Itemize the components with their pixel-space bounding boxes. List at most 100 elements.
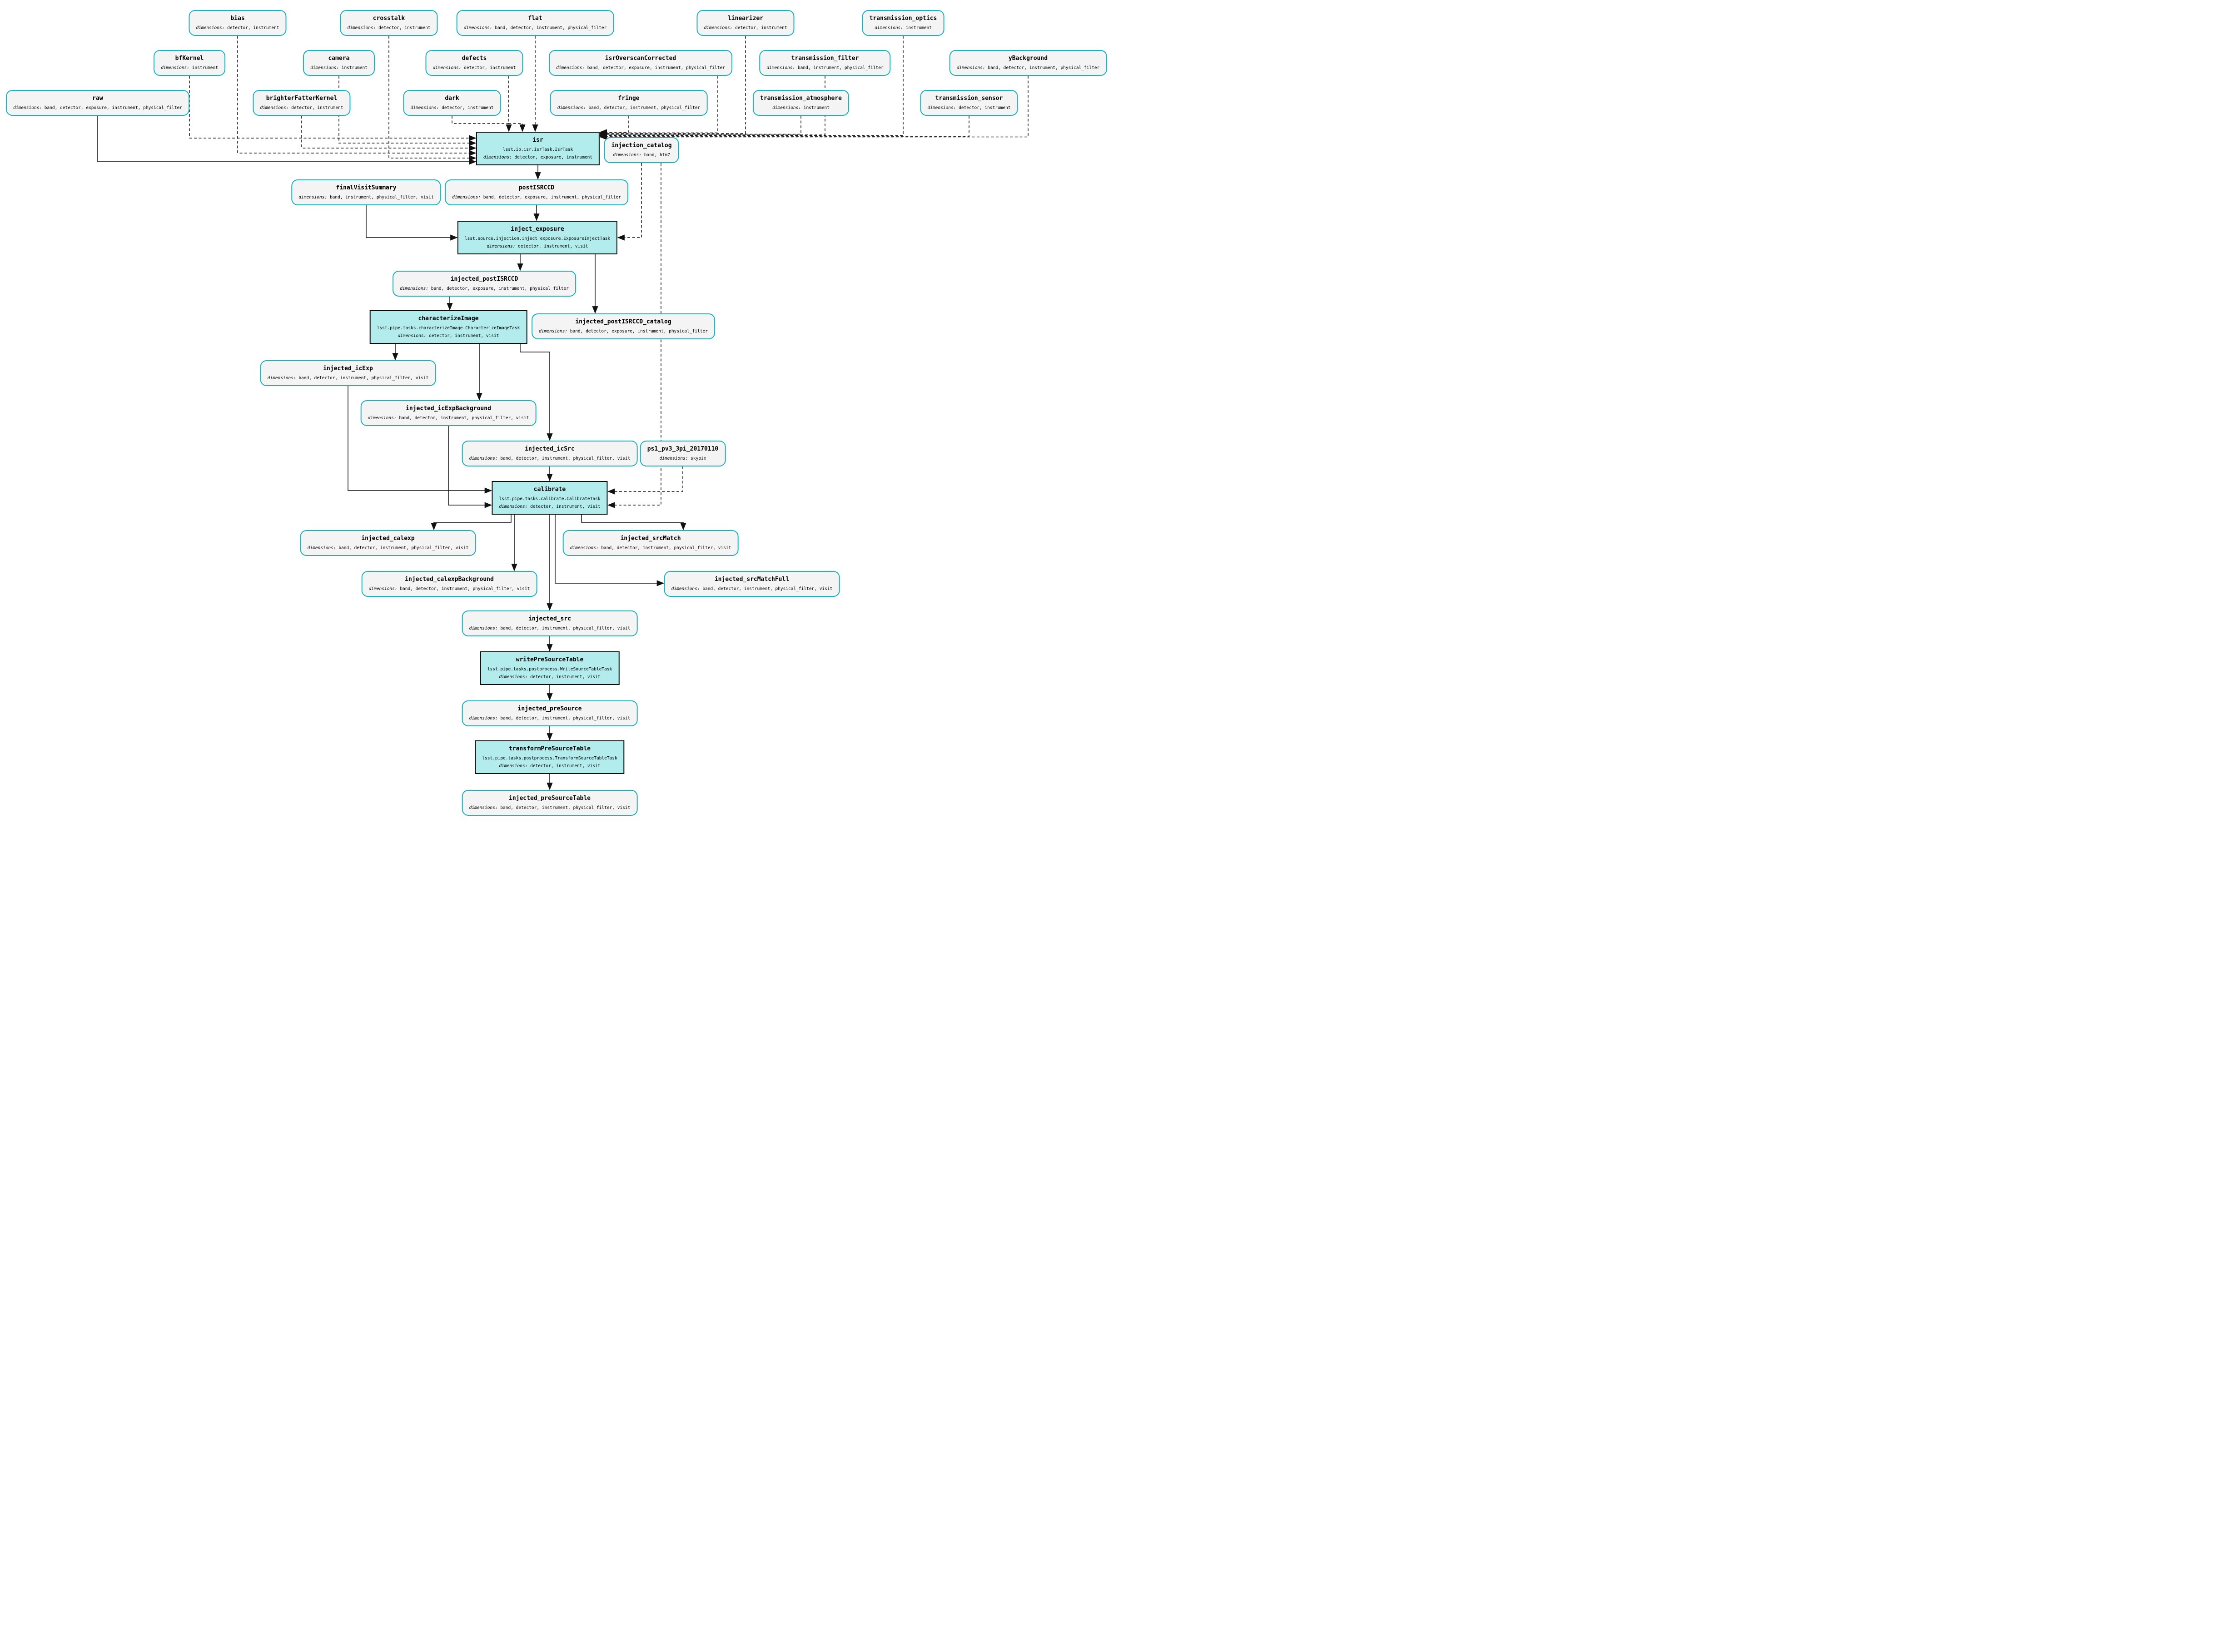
node-task-class: lsst.ip.isr.isrTask.IsrTask [502, 147, 573, 152]
edge-finalVisitSummary-to-inject_exposure [366, 205, 458, 241]
node-title: injected_preSourceTable [508, 795, 591, 802]
dimensions-value: band, detector, exposure, instrument, ph… [431, 286, 569, 291]
dimensions-label: dimensions: [298, 195, 328, 200]
node-title: injected_calexpBackground [405, 576, 494, 583]
edge-calibrate-to-injected_srcMatch [581, 515, 686, 531]
edge-crosstalk-to-isr [388, 36, 477, 161]
edge-calibrate-to-injected_calexp [431, 515, 512, 531]
node-title: camera [328, 55, 350, 62]
dimensions-value: band, detector, instrument, physical_fil… [588, 105, 701, 110]
node-title: crosstalk [373, 15, 405, 22]
edge-camera-to-isr [338, 76, 477, 146]
edge-transmission_atmosphere-to-isr [599, 116, 801, 138]
node-title: dark [445, 95, 459, 102]
dimensions-label: dimensions: [956, 65, 985, 70]
dimensions-value: detector, instrument, visit [530, 504, 601, 509]
dimensions-value: detector, instrument [227, 25, 279, 30]
node-dimensions: dimensions: detector, instrument, visit [499, 504, 600, 510]
node-dimensions: dimensions: band, htm7 [611, 152, 671, 158]
dimensions-label: dimensions: [400, 286, 429, 291]
dimensions-value: band, detector, exposure, instrument, ph… [483, 195, 621, 200]
dataset-node-injected_calexpBackground: injected_calexpBackground dimensions: ban… [361, 571, 537, 597]
dimensions-label: dimensions: [487, 244, 516, 249]
node-dimensions: dimensions: skypix [647, 456, 719, 461]
node-dimensions: dimensions: band, detector, instrument, … [469, 625, 631, 631]
node-title: transmission_optics [869, 15, 937, 22]
dataset-node-injected_postISRCCD_catalog: injected_postISRCCD_catalog dimensions: b… [532, 313, 715, 339]
node-title: isrOverscanCorrected [605, 55, 676, 62]
dimensions-value: band, instrument, physical_filter [797, 65, 884, 70]
node-dimensions: dimensions: band, detector, exposure, in… [539, 328, 708, 334]
dimensions-label: dimensions: [13, 105, 42, 110]
dimensions-value: band, detector, instrument, physical_fil… [500, 456, 631, 461]
edge-injected_icExpBackground-to-calibrate [448, 426, 492, 508]
dimensions-label: dimensions: [260, 105, 289, 110]
node-task-class: lsst.pipe.tasks.postprocess.TransformSou… [482, 756, 617, 761]
node-dimensions: dimensions: detector, instrument [347, 25, 430, 31]
node-title: finalVisitSummary [336, 184, 397, 191]
node-title: bias [230, 15, 245, 22]
dataset-node-ps1_pv3_3pi_20170110: ps1_pv3_3pi_20170110 dimensions: skypix [640, 441, 726, 466]
node-title: injected_icSrc [525, 446, 575, 452]
dimensions-label: dimensions: [483, 155, 512, 160]
dataset-node-injected_preSourceTable: injected_preSourceTable dimensions: band,… [462, 790, 638, 816]
edge-bfKernel-to-isr [189, 76, 477, 141]
dimensions-value: detector, instrument, visit [530, 764, 601, 769]
dimensions-label: dimensions: [310, 65, 339, 70]
dimensions-value: band, detector, instrument, physical_fil… [338, 546, 469, 551]
node-dimensions: dimensions: detector, instrument [432, 65, 516, 71]
node-dimensions: dimensions: band, detector, instrument, … [557, 105, 701, 111]
dimensions-value: band, htm7 [644, 153, 670, 158]
dimensions-value: instrument [803, 105, 830, 110]
node-title: transmission_atmosphere [760, 95, 842, 102]
dimensions-label: dimensions: [398, 333, 427, 338]
node-title: ps1_pv3_3pi_20170110 [647, 446, 719, 452]
node-dimensions: dimensions: detector, instrument, visit [482, 763, 617, 769]
node-title: injected_postISRCCD_catalog [575, 318, 671, 325]
node-dimensions: dimensions: band, detector, instrument, … [957, 65, 1100, 71]
node-dimensions: dimensions: band, detector, instrument, … [368, 415, 529, 421]
dimensions-value: band, detector, exposure, instrument, ph… [44, 105, 182, 110]
dimensions-label: dimensions: [347, 25, 376, 30]
dimensions-label: dimensions: [196, 25, 225, 30]
node-title: transformPreSourceTable [508, 745, 591, 752]
node-dimensions: dimensions: band, detector, exposure, in… [556, 65, 725, 71]
edge-calibrate-to-injected_srcMatchFull [555, 515, 665, 586]
node-dimensions: dimensions: band, detector, instrument, … [308, 545, 469, 551]
dimensions-label: dimensions: [469, 716, 498, 721]
node-dimensions: dimensions: instrument [161, 65, 218, 71]
dimensions-value: instrument [341, 65, 368, 70]
dimensions-label: dimensions: [469, 626, 498, 631]
dimensions-value: band, detector, instrument, physical_fil… [400, 586, 530, 591]
dimensions-label: dimensions: [704, 25, 733, 30]
node-title: injected_srcMatchFull [714, 576, 790, 583]
node-dimensions: dimensions: detector, instrument [410, 105, 493, 111]
node-title: fringe [618, 95, 640, 102]
node-dimensions: dimensions: band, detector, instrument, … [369, 586, 530, 592]
edge-injection_catalog-to-inject_exposure [617, 163, 642, 241]
dimensions-label: dimensions: [499, 764, 528, 769]
edge-brighterFatterKernel-to-isr [301, 116, 477, 151]
dimensions-label: dimensions: [463, 25, 492, 30]
edge-yBackground-to-isr [599, 76, 1029, 140]
dimensions-label: dimensions: [766, 65, 795, 70]
edge-ps1_pv3_3pi_20170110-to-calibrate [607, 466, 683, 495]
node-dimensions: dimensions: band, detector, instrument, … [469, 715, 631, 721]
dimensions-value: band, instrument, physical_filter, visit [329, 195, 434, 200]
node-dimensions: dimensions: detector, instrument, visit [377, 333, 520, 339]
dimensions-label: dimensions: [452, 195, 481, 200]
dimensions-value: band, detector, instrument, physical_fil… [500, 805, 631, 810]
dimensions-label: dimensions: [469, 805, 498, 810]
node-title: flat [528, 15, 542, 22]
dimensions-label: dimensions: [499, 504, 528, 509]
